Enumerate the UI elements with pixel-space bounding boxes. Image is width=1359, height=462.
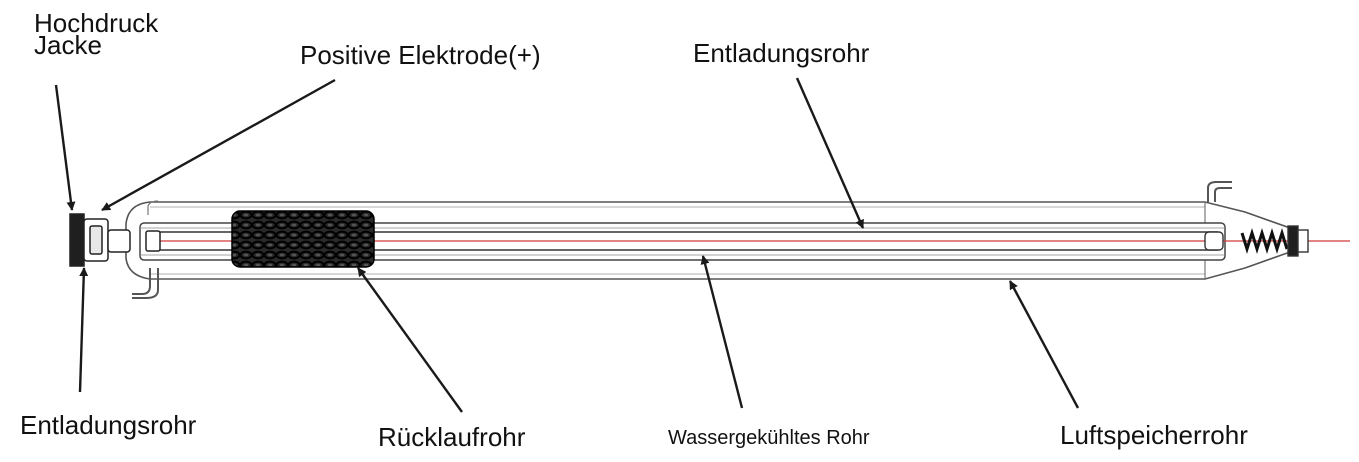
arrow-positive-elektrode bbox=[101, 78, 336, 212]
label-positive-elektrode: Positive Elektrode(+) bbox=[300, 40, 541, 70]
arrow-entladungsrohr-bottom bbox=[78, 267, 89, 393]
label-hochdruck-line1: Hochdruck bbox=[34, 8, 159, 38]
leader-arrows bbox=[54, 77, 1080, 413]
label-entladungsrohr-top: Entladungsrohr bbox=[693, 38, 870, 68]
arrow-luftspeicherrohr bbox=[1008, 280, 1080, 409]
label-jacke-line2: Jacke bbox=[34, 30, 102, 60]
positive-electrode-assembly bbox=[69, 200, 161, 299]
label-hochdruck-jacke: Hochdruck Jacke bbox=[34, 8, 159, 60]
label-ruecklaufrohr: Rücklaufrohr bbox=[378, 422, 526, 452]
output-end-assembly bbox=[1204, 181, 1309, 257]
label-luftspeicherrohr: Luftspeicherrohr bbox=[1060, 420, 1248, 450]
label-wassergekuehltes-rohr: Wassergekühltes Rohr bbox=[668, 427, 870, 449]
arrow-entladungsrohr-top bbox=[795, 77, 865, 229]
arrow-wassergekuehltes-rohr bbox=[700, 255, 744, 409]
return-tube-coil bbox=[231, 210, 375, 268]
arrow-hochdruck-jacke bbox=[54, 84, 76, 211]
label-entladungsrohr-bottom: Entladungsrohr bbox=[20, 410, 197, 440]
arrow-ruecklaufrohr bbox=[357, 267, 463, 413]
